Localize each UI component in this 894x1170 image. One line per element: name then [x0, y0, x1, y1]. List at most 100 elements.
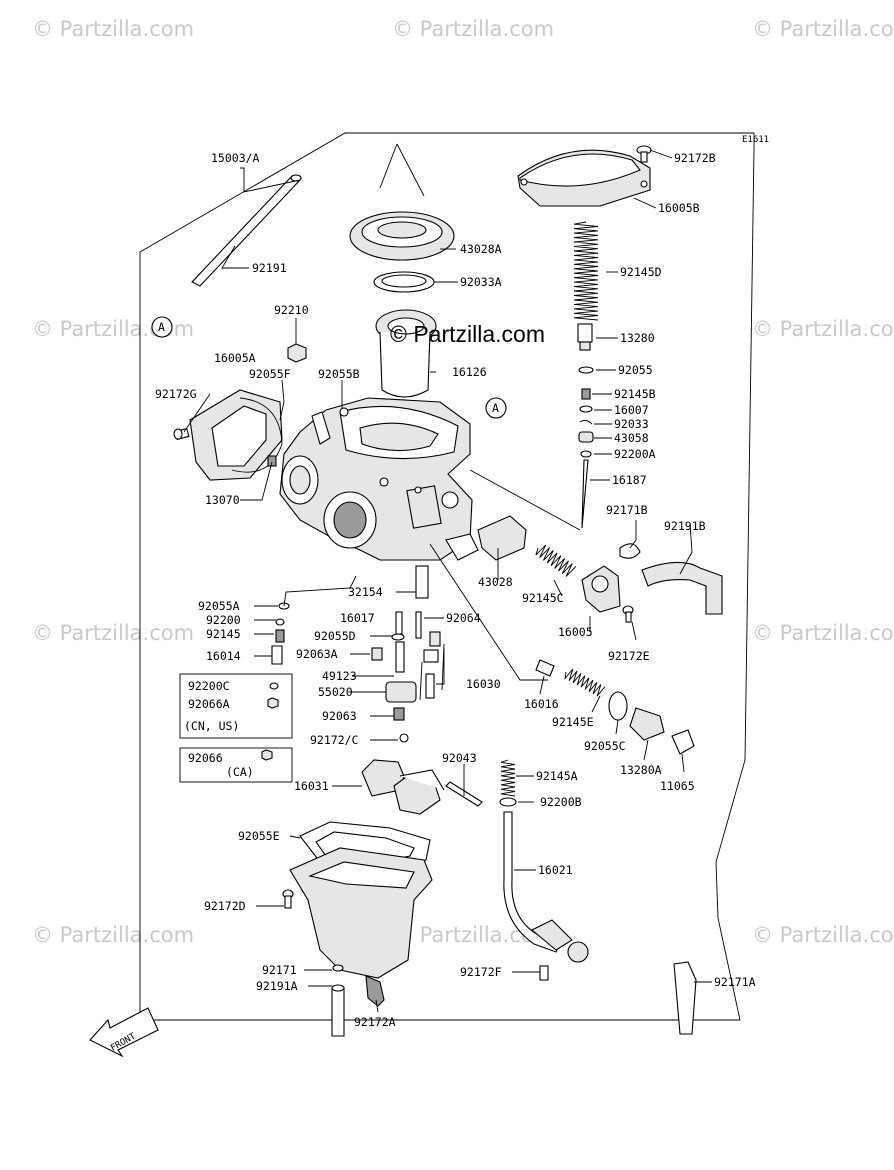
part-92191b-hose: [641, 561, 723, 615]
part-92055c-oring: [608, 691, 628, 721]
label-49123: 49123: [322, 669, 357, 683]
part-13070-nozzle: [267, 455, 277, 467]
part-number-labels: 15003/A 92191 43028A 92033A 92172B 16005…: [155, 151, 756, 1029]
watermark: © Partzilla.com: [32, 923, 194, 947]
label-16005: 16005: [558, 625, 593, 639]
label-92145c: 92145C: [522, 591, 564, 605]
part-43028-plate: [477, 515, 527, 561]
part-carburetor-body: [279, 397, 479, 561]
part-92171b-clamp: [619, 543, 641, 559]
part-92145-spring: [275, 629, 285, 643]
callout-a-right: A: [485, 397, 507, 419]
part-55020-holder: [385, 681, 417, 703]
label-92063a: 92063A: [296, 647, 338, 661]
box1-line1: 92200C: [188, 679, 230, 693]
part-92172c-screw: [399, 733, 409, 743]
watermark: © Partzilla.com: [392, 17, 554, 41]
part-92172f-screw: [539, 965, 549, 981]
part-92033-clip: [579, 419, 593, 425]
label-16021: 16021: [538, 863, 573, 877]
label-16030: 16030: [466, 677, 501, 691]
part-92200a-washer: [580, 450, 592, 458]
part-92145a-spring: [500, 759, 516, 797]
part-float-bowl: [289, 847, 433, 979]
part-11065-cap: [671, 729, 695, 755]
part-92055f-oring: [231, 397, 283, 473]
label-16017: 16017: [340, 611, 375, 625]
box1-line2: 92066A: [188, 697, 230, 711]
label-16031: 16031: [294, 779, 329, 793]
part-92172b-screw: [636, 145, 652, 163]
label-92145: 92145: [206, 627, 241, 641]
part-16017: [395, 611, 403, 635]
part-92063-plug: [393, 707, 405, 721]
part-43028a-diaphragm: [349, 211, 455, 261]
leader-lines: [183, 149, 712, 1013]
part-92055d-oring: [391, 633, 405, 641]
box1-note: (CN, US): [184, 719, 239, 733]
part-16030-jet: [429, 631, 441, 647]
center-watermark: © Partzilla.com: [390, 321, 545, 347]
label-92172a: 92172A: [354, 1015, 396, 1029]
label-16005a: 16005A: [214, 351, 256, 365]
part-13280-jet: [577, 323, 593, 351]
label-16005b: 16005B: [658, 201, 700, 215]
label-92191a: 92191A: [256, 979, 298, 993]
part-13280a-jet: [629, 707, 665, 741]
part-92200-washer: [275, 618, 285, 626]
label-92172g: 92172G: [155, 387, 197, 401]
part-92172g-screw: [173, 427, 190, 441]
label-92033a: 92033A: [460, 275, 502, 289]
watermark-layer: © Partzilla.com © Partzilla.com © Partzi…: [32, 17, 894, 947]
label-92145e: 92145E: [552, 715, 594, 729]
part-92145c-spring: [535, 544, 577, 577]
watermark: © Partzilla.com: [752, 621, 894, 645]
watermark: © Partzilla.com: [32, 621, 194, 645]
part-16126-piston: [375, 309, 437, 398]
part-16031-float: [361, 759, 445, 815]
part-92191a-hose: [331, 987, 345, 1037]
part-92172a-screw: [365, 975, 385, 1007]
label-92145b: 92145B: [614, 387, 656, 401]
part-16007-washer: [579, 405, 593, 413]
label-92191b: 92191B: [664, 519, 706, 533]
part-note-box-ca: [179, 747, 293, 783]
part-92171-clip: [332, 964, 344, 972]
label-92171: 92171: [262, 963, 297, 977]
label-16187: 16187: [612, 473, 647, 487]
label-92200b: 92200B: [540, 795, 582, 809]
svg-text:A: A: [492, 401, 499, 415]
diagram-code: E1611: [742, 135, 769, 145]
part-16016: [535, 659, 555, 677]
part-92145b-spring: [581, 388, 591, 400]
label-16126: 16126: [452, 365, 487, 379]
watermark: © Partzilla.com: [32, 17, 194, 41]
label-43058: 43058: [614, 431, 649, 445]
label-16014: 16014: [206, 649, 241, 663]
part-nipple: [311, 411, 331, 445]
label-43028a: 43028A: [460, 242, 502, 256]
part-92063a-plug: [371, 647, 383, 661]
part-92145d-spring: [573, 221, 599, 321]
part-49123-needle: [395, 641, 405, 673]
watermark: © Partzilla.com: [752, 923, 894, 947]
part-note-box-cn-us: [179, 673, 293, 739]
note-boxes-text: 92200C 92066A (CN, US) 92066 (CA): [184, 679, 254, 779]
label-16016: 16016: [524, 697, 559, 711]
part-16021-throttle: [503, 811, 589, 963]
label-92064: 92064: [446, 611, 481, 625]
label-92172f: 92172F: [460, 965, 502, 979]
callout-a-left: A: [151, 316, 173, 338]
label-92172d: 92172D: [204, 899, 246, 913]
part-92171a-clip: [673, 961, 697, 1035]
label-92172c: 92172/C: [310, 733, 359, 747]
label-92172b: 92172B: [674, 151, 716, 165]
label-92171b: 92171B: [606, 503, 648, 517]
part-16005b-top-cover: [517, 149, 651, 207]
label-92055f: 92055F: [249, 367, 291, 381]
label-92055c: 92055C: [584, 739, 626, 753]
part-16005-cap: [581, 565, 621, 613]
part-92055b-oring: [339, 407, 349, 417]
part-16014-screw: [271, 645, 283, 665]
